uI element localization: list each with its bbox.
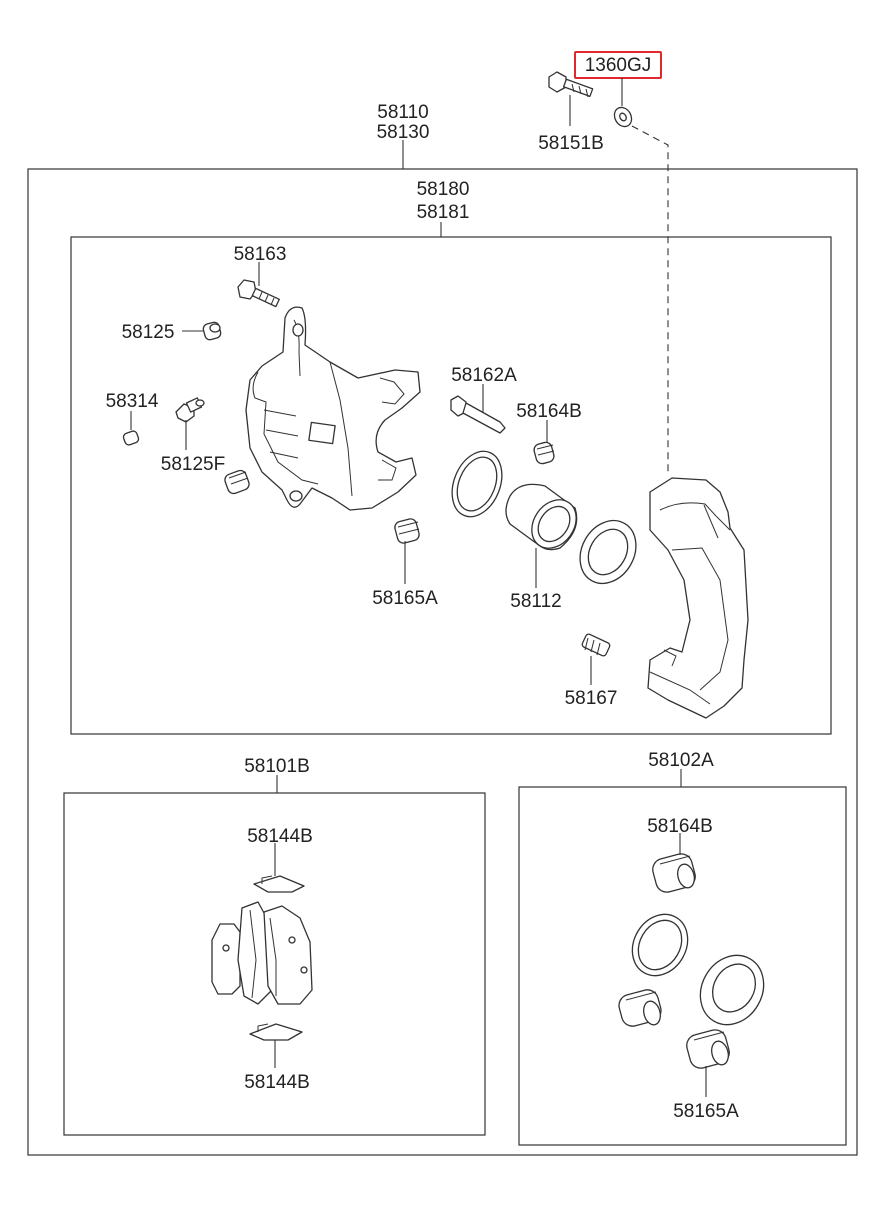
label-58314: 58314 (106, 391, 159, 412)
label-58180: 58180 (417, 179, 470, 200)
piston-seal-ring (451, 450, 503, 518)
label-58181: 58181 (417, 202, 470, 223)
guide-boot-58164b (533, 441, 555, 465)
guide-bolt-58163 (237, 279, 280, 308)
label-58112: 58112 (510, 591, 561, 612)
label-58151b: 58151B (538, 133, 604, 154)
label-58144b-bottom: 58144B (244, 1072, 310, 1093)
kit-boot-left (618, 989, 662, 1027)
label-58164b: 58164B (516, 401, 582, 422)
label-58110: 58110 (377, 102, 428, 123)
label-58165a: 58165A (372, 588, 438, 609)
caliper-bolt-58151b (548, 71, 594, 98)
washer-to-carrier-dash-line (631, 125, 669, 475)
brake-pad-set (211, 901, 313, 1005)
guide-pin-58167 (581, 633, 611, 657)
label-58102a: 58102A (648, 750, 714, 771)
kit-seal-ring (631, 913, 689, 977)
seal-kit-frame (518, 786, 847, 1146)
label-58165a-kit: 58165A (673, 1101, 739, 1122)
bleeder-screw-58125f (175, 397, 205, 423)
piston-dust-seal (579, 519, 637, 585)
label-58167: 58167 (565, 688, 618, 709)
label-1360gj: 1360GJ (585, 55, 652, 76)
kit-dust-seal (699, 954, 765, 1026)
kit-boot-58164b (652, 853, 696, 893)
label-58144b-top: 58144B (247, 826, 313, 847)
piston-58112 (505, 483, 578, 551)
label-58125: 58125 (122, 322, 175, 343)
label-58163: 58163 (234, 244, 287, 265)
label-58125f: 58125F (161, 454, 225, 475)
label-58130: 58130 (377, 122, 430, 143)
caliper-body-frame (70, 236, 832, 735)
guide-pin-58162a (450, 395, 506, 434)
guide-boot-58165a (394, 518, 420, 544)
caliper-assembly-frame (27, 168, 858, 1156)
dust-boot-small (224, 469, 250, 495)
caliper-carrier-bracket (647, 477, 749, 719)
pad-clip-bottom (249, 1023, 303, 1041)
part-highlight-box (574, 51, 662, 79)
dust-cap-58125 (202, 321, 222, 341)
kit-boot-58165a (686, 1029, 730, 1069)
pad-kit-frame (63, 792, 486, 1136)
bleeder-cap-58314 (122, 430, 140, 446)
label-58164b-kit: 58164B (647, 816, 713, 837)
washer-1360gj (613, 106, 633, 128)
caliper-housing (245, 306, 421, 511)
label-58162a: 58162A (451, 365, 517, 386)
label-58101b: 58101B (244, 756, 310, 777)
pad-clip-top (253, 875, 305, 893)
